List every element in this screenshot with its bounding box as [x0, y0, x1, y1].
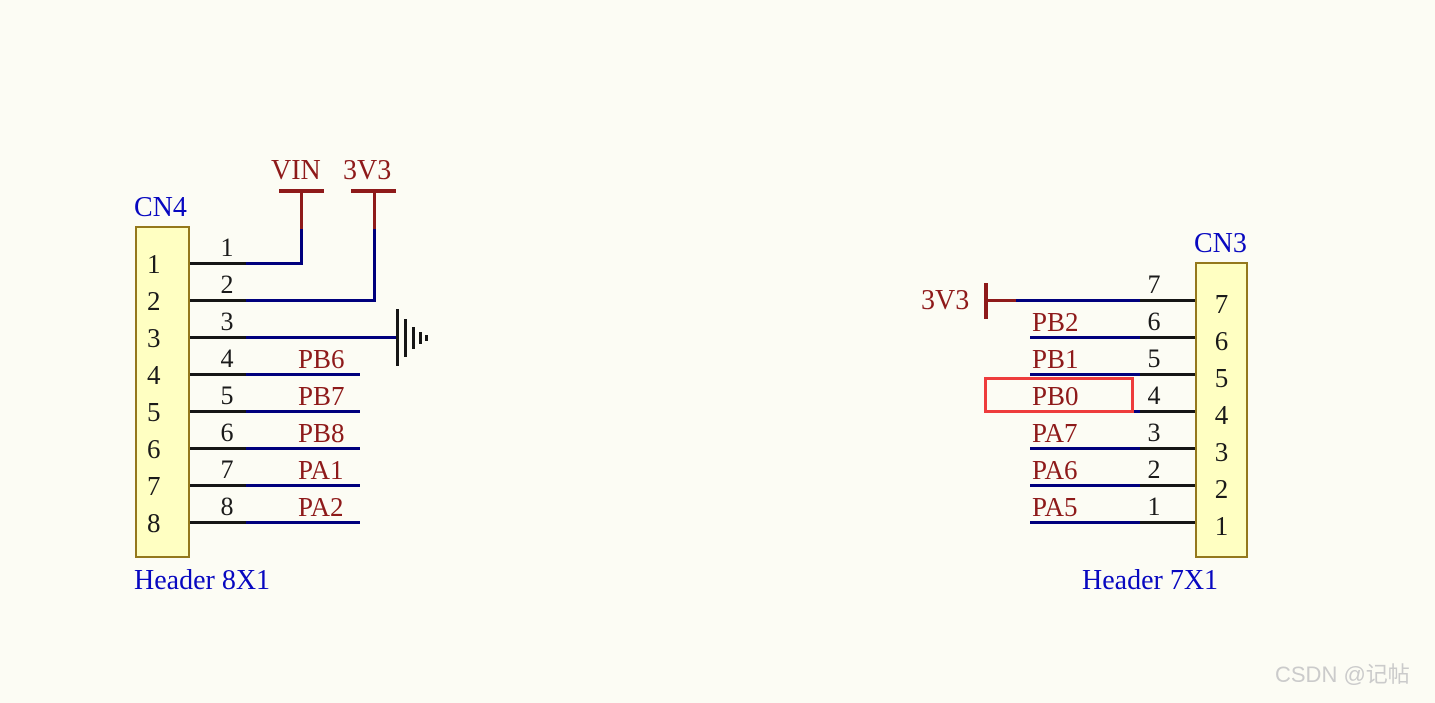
- ground-bar: [412, 327, 415, 349]
- pb6-net-label: PB6: [298, 344, 345, 374]
- cn4-pin7-line: [190, 484, 246, 487]
- vin-wire-horizontal: [246, 262, 303, 265]
- pa6-net-label: PA6: [1032, 455, 1078, 485]
- cn3-body-pin-number: 3: [1214, 437, 1229, 467]
- ground-bar: [396, 309, 399, 366]
- cn3-designator: CN3: [1194, 228, 1247, 259]
- cn3-pin5-number: 5: [1147, 344, 1161, 373]
- cn3-pin3-number: 3: [1147, 418, 1161, 447]
- cn4-body-pin-number: 4: [147, 360, 161, 390]
- cn4-designator: CN4: [134, 192, 187, 223]
- pa5-net-label: PA5: [1032, 492, 1078, 522]
- cn3-body-pin-number: 4: [1214, 400, 1229, 430]
- cn3-body-pin-number: 6: [1214, 326, 1229, 356]
- cn4-pin2-line: [190, 299, 246, 302]
- v33-wire-horizontal: [246, 299, 376, 302]
- ground-bar: [425, 335, 428, 341]
- cn3-body-pin-number: 7: [1214, 289, 1229, 319]
- cn4-pin2-number: 2: [220, 270, 234, 299]
- cn3-pin2-line: [1140, 484, 1195, 487]
- cn3-pin6-line: [1140, 336, 1195, 339]
- cn4-body-pin-number: 3: [147, 323, 161, 353]
- pa6-wire: [1030, 484, 1140, 487]
- csdn-watermark: CSDN @记帖: [1275, 662, 1410, 687]
- cn4-pin5-number: 5: [220, 381, 234, 410]
- gnd-wire: [246, 336, 396, 339]
- ground-bar: [419, 332, 422, 344]
- v33-power-bar-icon: [351, 189, 396, 193]
- pb8-net-label: PB8: [298, 418, 345, 448]
- cn4-pin3-number: 3: [220, 307, 234, 336]
- pb8-wire: [246, 447, 360, 450]
- cn4-body-pin-number: 1: [147, 249, 161, 279]
- cn3-pin6-number: 6: [1147, 307, 1161, 336]
- cn4-body-pin-number: 8: [147, 508, 161, 538]
- pb7-wire: [246, 410, 360, 413]
- pa1-net-label: PA1: [298, 455, 344, 485]
- v33-power-label: 3V3: [343, 155, 392, 186]
- cn3-pin7-line: [1140, 299, 1195, 302]
- pa7-net-label: PA7: [1032, 418, 1078, 448]
- cn4-body-pin-number: 2: [147, 286, 161, 316]
- cn3-body-pin-number: 2: [1214, 474, 1229, 504]
- pb7-net-label: PB7: [298, 381, 345, 411]
- cn3-pin4-number: 4: [1147, 381, 1161, 410]
- cn4-pin6-line: [190, 447, 246, 450]
- cn4-pin3-line: [190, 336, 246, 339]
- cn4-pin8-line: [190, 521, 246, 524]
- cn3-pin5-line: [1140, 373, 1195, 376]
- cn4-body-pin-number: 6: [147, 434, 161, 464]
- cn4-pin5-line: [190, 410, 246, 413]
- cn3-pin3-line: [1140, 447, 1195, 450]
- pb1-net-label: PB1: [1032, 344, 1079, 374]
- cn3-pin7-number: 7: [1147, 270, 1161, 299]
- cn3-v33-wire: [1016, 299, 1140, 302]
- cn3-v33-power-label: 3V3: [921, 285, 970, 316]
- cn4-pin4-number: 4: [220, 344, 234, 373]
- cn3-pin1-line: [1140, 521, 1195, 524]
- pa2-net-label: PA2: [298, 492, 344, 522]
- cn4-pin7-number: 7: [220, 455, 234, 484]
- ground-bar: [404, 319, 407, 357]
- pb1-wire: [1030, 373, 1140, 376]
- vin-power-label: VIN: [271, 155, 321, 186]
- cn4-pin1-line: [190, 262, 246, 265]
- cn4-pin4-line: [190, 373, 246, 376]
- cn3-pin1-number: 1: [1147, 492, 1161, 521]
- vin-wire-vertical: [300, 229, 303, 265]
- cn4-body-pin-number: 5: [147, 397, 161, 427]
- cn4-component-body: [135, 226, 190, 558]
- pa2-wire: [246, 521, 360, 524]
- cn3-description: Header 7X1: [1082, 565, 1219, 596]
- vin-power-bar-icon: [279, 189, 324, 193]
- cn4-pin1-number: 1: [220, 233, 234, 262]
- pa1-wire: [246, 484, 360, 487]
- cn3-v33-power-bar-icon: [984, 283, 988, 319]
- cn4-description: Header 8X1: [134, 565, 271, 596]
- v33-power-stub: [373, 193, 376, 229]
- pb0-net-label: PB0: [1032, 381, 1079, 411]
- cn3-pin2-number: 2: [1147, 455, 1161, 484]
- cn4-pin8-number: 8: [220, 492, 234, 521]
- cn4-pin6-number: 6: [220, 418, 234, 447]
- cn3-body-pin-number: 5: [1214, 363, 1229, 393]
- cn3-component-body: [1195, 262, 1248, 558]
- vin-power-stub: [300, 193, 303, 229]
- pb6-wire: [246, 373, 360, 376]
- pa5-wire: [1030, 521, 1140, 524]
- pb2-wire: [1030, 336, 1140, 339]
- pb0-highlight-box: [984, 377, 1134, 413]
- cn3-pin4-line: [1140, 410, 1195, 413]
- pb2-net-label: PB2: [1032, 307, 1079, 337]
- cn4-body-pin-number: 7: [147, 471, 161, 501]
- v33-wire-vertical: [373, 229, 376, 302]
- cn3-body-pin-number: 1: [1214, 511, 1229, 541]
- pa7-wire: [1030, 447, 1140, 450]
- cn3-v33-power-stub: [988, 299, 1016, 302]
